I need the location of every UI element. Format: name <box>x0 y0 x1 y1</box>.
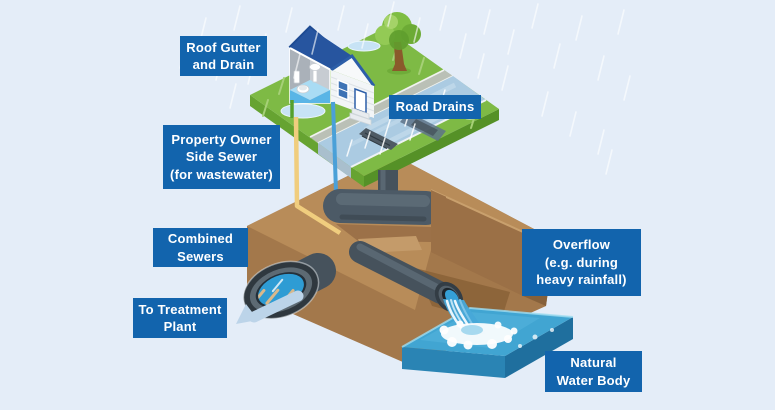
sink-icon <box>309 63 321 83</box>
label-property-owner-side-sewer: Property Owner Side Sewer (for wastewate… <box>163 125 280 189</box>
flow-arrow-icon <box>236 290 304 324</box>
label-overflow: Overflow (e.g. during heavy rainfall) <box>522 229 641 296</box>
label-natural-water-body: Natural Water Body <box>545 351 642 392</box>
label-roof-gutter-and-drain: Roof Gutter and Drain <box>180 36 267 76</box>
road <box>309 69 487 178</box>
label-combined-sewers: Combined Sewers <box>153 228 248 267</box>
sidewalk <box>310 70 453 143</box>
combined-sewer-pipe <box>323 189 446 260</box>
side-sewer-pipe <box>293 116 342 235</box>
label-to-treatment-plant: To Treatment Plant <box>133 298 227 338</box>
label-road-drains: Road Drains <box>389 95 481 119</box>
waterfall <box>439 299 518 350</box>
house-illustration <box>288 25 376 126</box>
roof-left <box>290 28 352 70</box>
bathroom-floor <box>290 90 330 103</box>
splash <box>439 320 518 350</box>
